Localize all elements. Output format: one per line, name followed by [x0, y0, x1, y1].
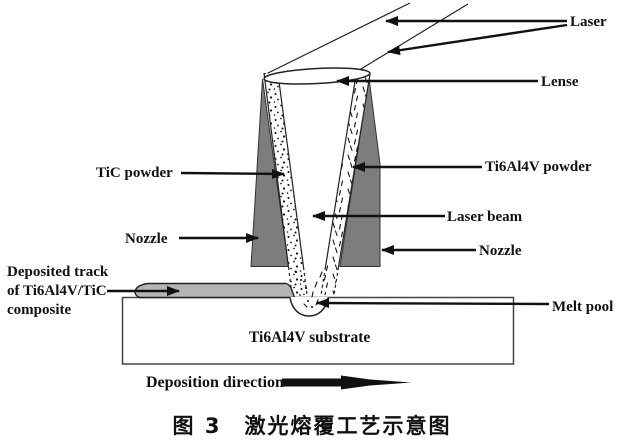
substrate-label: Ti6Al4V substrate [249, 329, 371, 346]
nozzle-right-label: Nozzle [479, 243, 522, 259]
tic-powder-label: TiC powder [96, 165, 173, 181]
laser-label: Laser [570, 14, 607, 30]
nozzle-left-label: Nozzle [125, 231, 168, 247]
melt-pool-label: Melt pool [552, 299, 614, 315]
powder-scatter [294, 270, 323, 308]
ti6al4v-powder-label: Ti6Al4V powder [485, 159, 592, 175]
laser-beam-lines [265, 2, 469, 75]
laser-beam-label: Laser beam [447, 209, 523, 225]
annotation-arrows [107, 16, 568, 309]
figure-caption: 图 3 激光熔覆工艺示意图 [172, 414, 452, 438]
deposition-direction-arrow [282, 375, 411, 390]
melt-pool-arrow [316, 298, 550, 309]
deposited-track-label-line3: composite [7, 302, 72, 318]
tic-powder-arrow [180, 168, 285, 179]
deposition-direction-label: Deposition direction [146, 374, 284, 391]
deposited-track-label-line1: Deposited track [7, 264, 109, 280]
deposited-track-label-line2: of Ti6Al4V/TiC [7, 283, 107, 299]
tic-powder-stream [263, 72, 308, 296]
laser-arrow-2 [387, 23, 568, 56]
lense-label: Lense [541, 74, 579, 90]
nozzle-right-body [339, 77, 381, 267]
